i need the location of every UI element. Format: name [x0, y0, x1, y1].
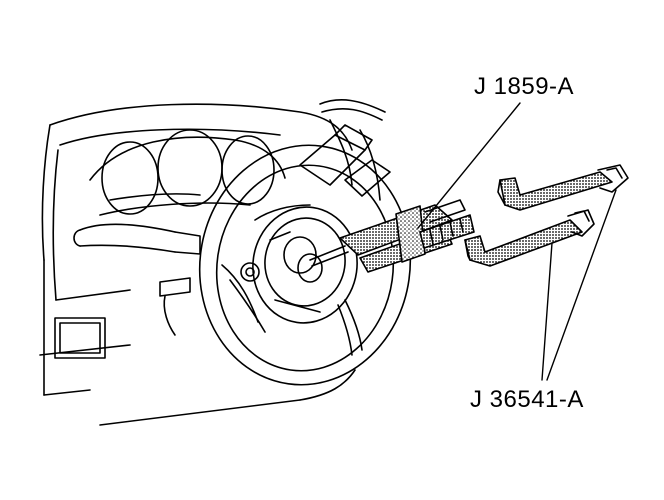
dashboard-outline: [39, 103, 356, 426]
steering-wheel: [198, 144, 412, 386]
leader-lines-legs: [541, 189, 617, 381]
puller-tool-j1859a: [309, 199, 475, 273]
puller-leg-lower: [464, 209, 595, 267]
dash-vent: [54, 277, 191, 359]
instrument-cluster: [89, 129, 286, 216]
leader-line-puller: [417, 102, 521, 229]
callout-j1859a: J 1859-A: [474, 73, 575, 100]
turn-signal-lever: [73, 223, 201, 255]
puller-leg-upper: [497, 164, 629, 211]
callout-j36541a: J 36541-A: [470, 386, 584, 413]
steering-column: [299, 124, 391, 197]
